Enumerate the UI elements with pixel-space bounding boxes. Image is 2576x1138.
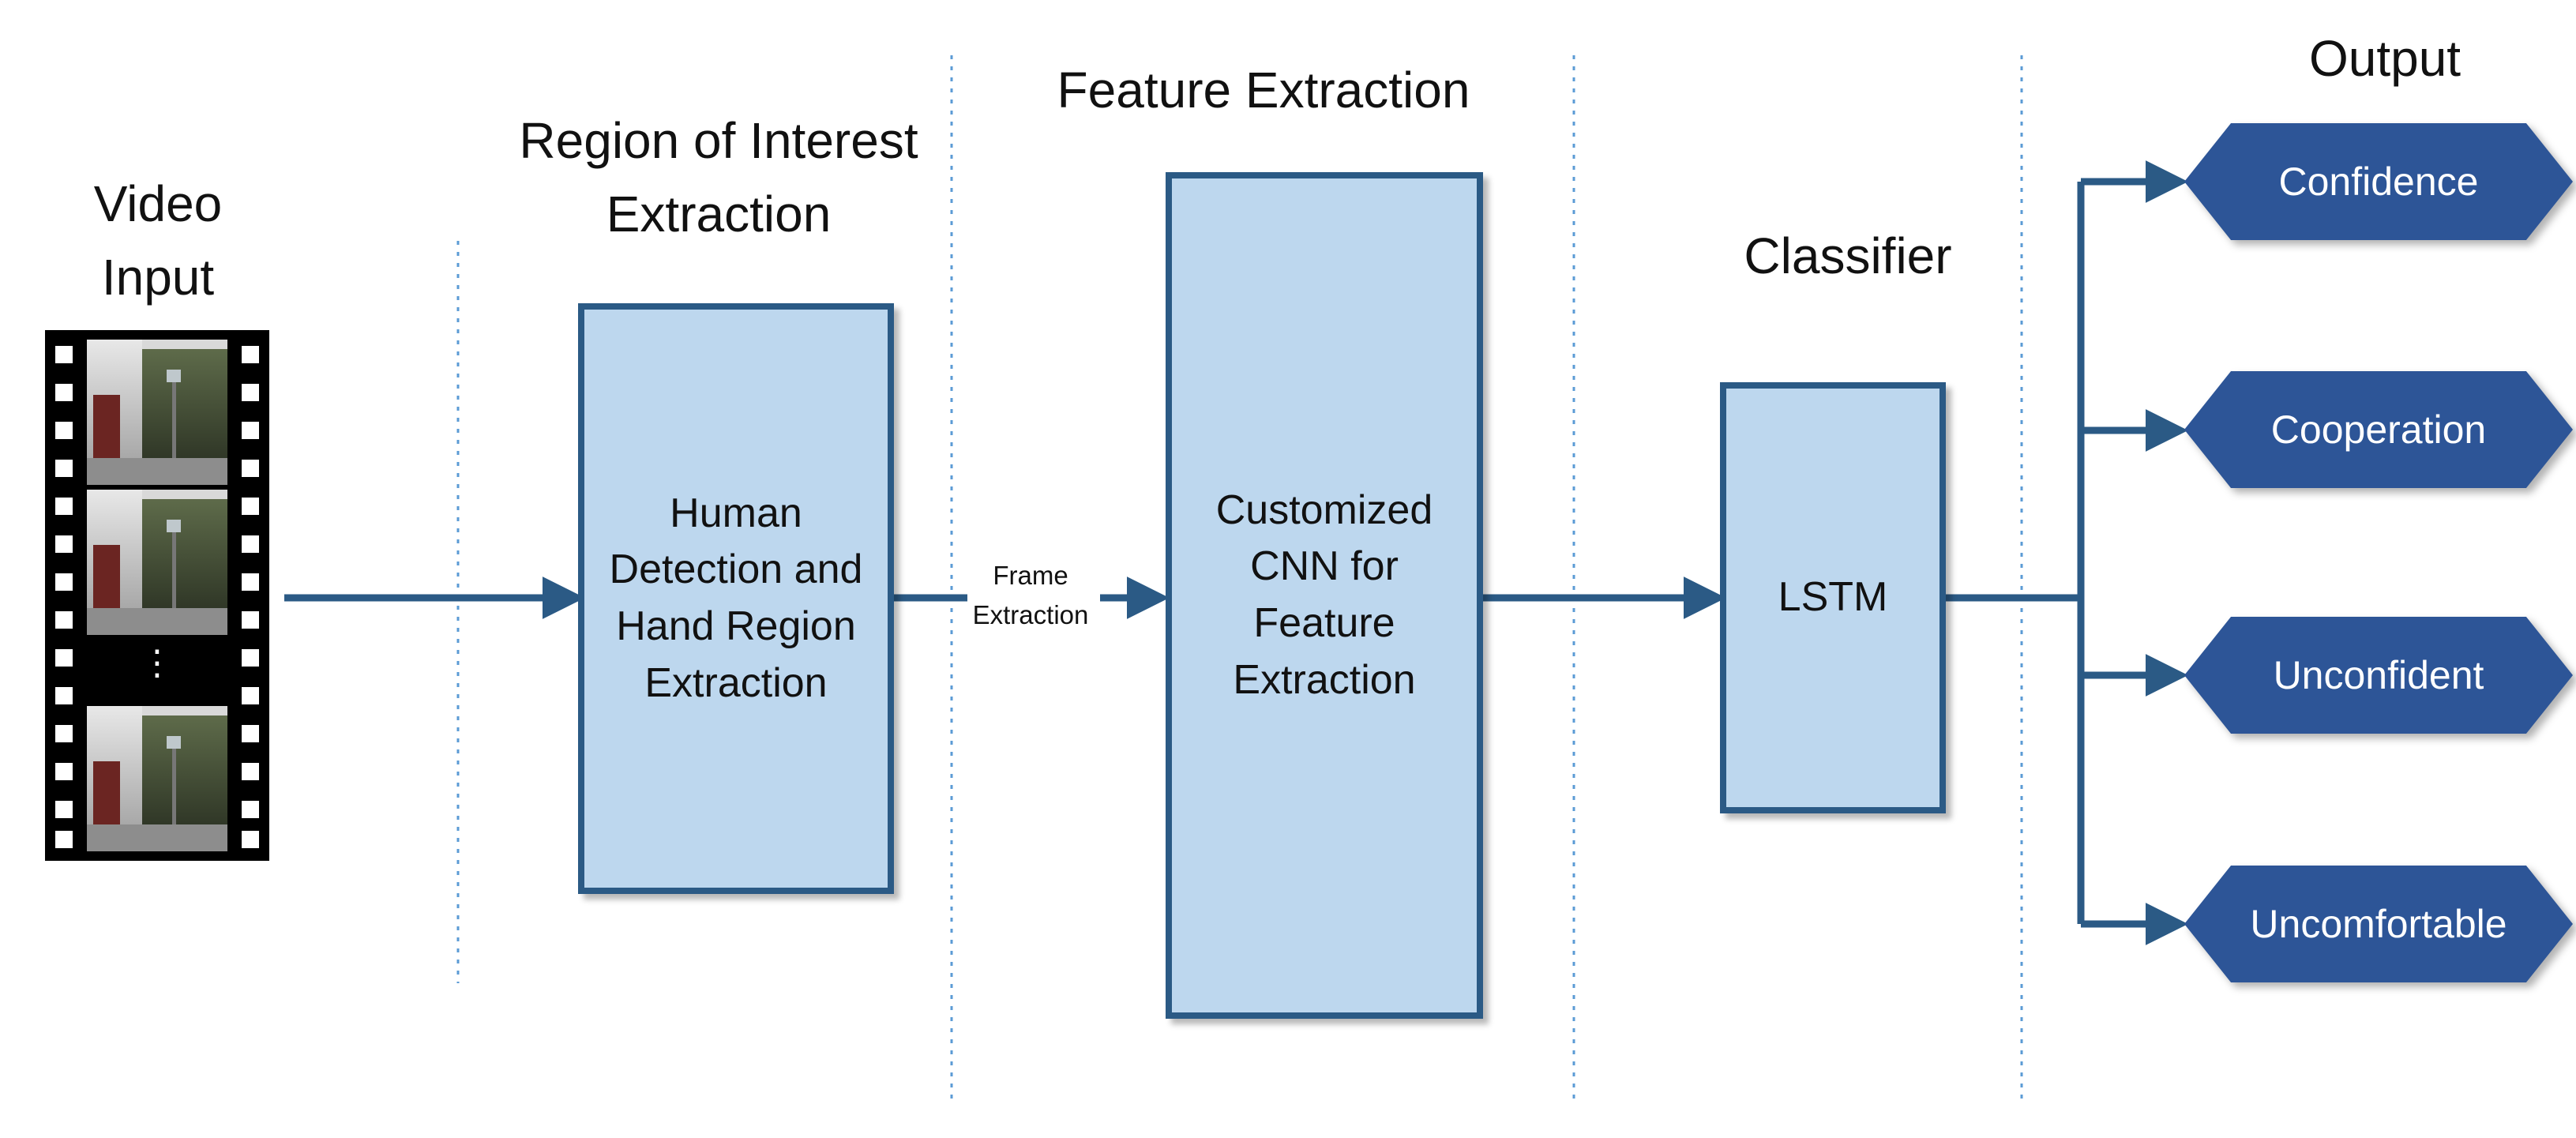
- roi-heading: Region of Interest Extraction: [474, 104, 963, 251]
- cnn-box-line: Extraction: [1233, 656, 1416, 703]
- output-node-unconfident: Unconfident: [2184, 617, 2573, 734]
- classifier-heading: Classifier: [1744, 227, 1952, 284]
- feature-extraction-heading: Feature Extraction: [1057, 62, 1470, 118]
- video-filmstrip: ⋮: [45, 330, 269, 861]
- output-node-uncomfortable: Uncomfortable: [2184, 866, 2573, 982]
- film-frame-1: [87, 340, 227, 485]
- output-heading: Output: [2308, 30, 2461, 87]
- video-input-heading: Video Input: [79, 167, 237, 314]
- video-input-heading-line: Input: [101, 248, 215, 306]
- cnn-box-line: Feature: [1253, 600, 1395, 646]
- frame-extraction-label: Frame Extraction: [956, 556, 1106, 634]
- cnn-box-line: Customized: [1215, 486, 1433, 533]
- roi-box-line: Detection and: [609, 546, 863, 593]
- sprocket-holes: [55, 346, 259, 848]
- output-node-label: Confidence: [2278, 160, 2479, 204]
- filmstrip-graphic: [45, 330, 269, 861]
- cnn-box: Customized CNN for Feature Extraction: [1166, 172, 1483, 1019]
- roi-heading-line: Region of Interest: [519, 112, 918, 169]
- video-input-heading-line: Video: [93, 175, 223, 232]
- cnn-box-line: CNN for: [1250, 543, 1399, 590]
- frame-label-line: Extraction: [972, 599, 1089, 629]
- roi-box: Human Detection and Hand Region Extracti…: [578, 303, 894, 894]
- roi-heading-line: Extraction: [606, 185, 832, 242]
- roi-box-line: Human: [670, 490, 802, 536]
- stage-dividers: [456, 55, 2023, 1106]
- film-frame-2: [87, 490, 227, 635]
- frame-label-line: Frame: [993, 561, 1068, 590]
- flow-arrows: [284, 160, 2188, 945]
- output-node-label: Unconfident: [2273, 653, 2484, 697]
- output-node-cooperation: Cooperation: [2184, 371, 2573, 488]
- output-node-shape: [2184, 617, 2573, 734]
- roi-box-line: Hand Region: [616, 603, 856, 649]
- filmstrip-ellipsis: ⋮: [140, 644, 175, 682]
- output-node-label: Cooperation: [2270, 408, 2487, 452]
- lstm-box-label: LSTM: [1778, 574, 1888, 621]
- output-node-label: Uncomfortable: [2250, 902, 2507, 946]
- output-node-shape: [2184, 866, 2573, 982]
- lstm-box: LSTM: [1720, 382, 1946, 813]
- output-node-shape: [2184, 123, 2573, 240]
- roi-box-line: Extraction: [644, 659, 828, 706]
- output-node-confidence: Confidence: [2184, 123, 2573, 240]
- film-frame-3: [87, 706, 227, 851]
- output-node-shape: [2184, 371, 2573, 488]
